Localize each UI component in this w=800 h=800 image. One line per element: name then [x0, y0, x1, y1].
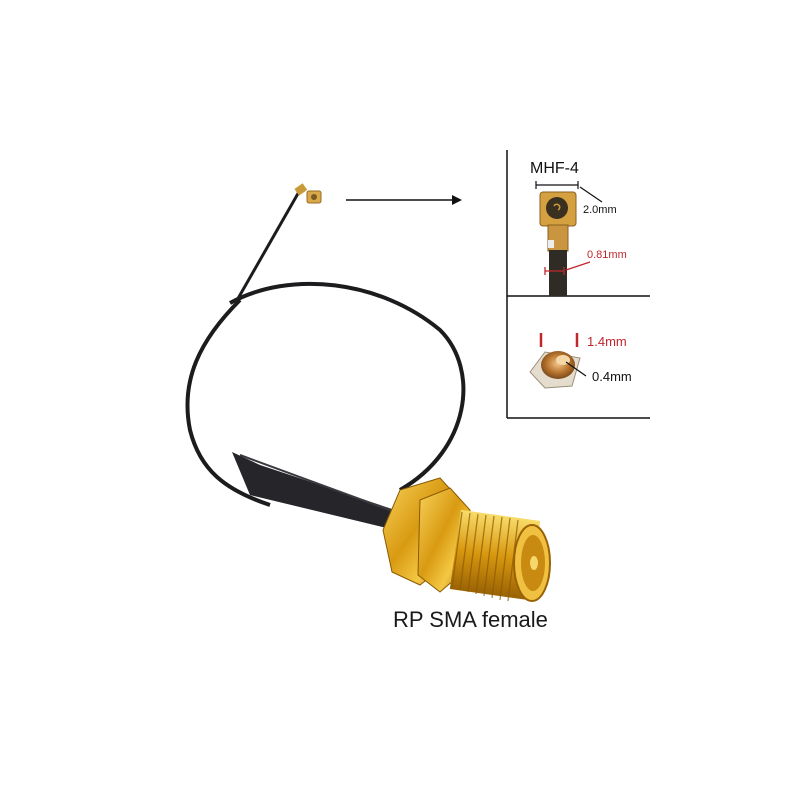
cable-diameter-dimension: 0.81mm [587, 249, 627, 261]
mhf4-plug [294, 183, 322, 204]
coax-cable [185, 189, 466, 530]
inset-frame [506, 150, 650, 419]
connector-type-label: MHF-4 [530, 160, 579, 177]
product-label: RP SMA female [393, 607, 548, 632]
mhf4-closeup [535, 181, 603, 296]
receptacle-width-dimension: 1.4mm [587, 334, 627, 349]
rp-sma-connector [382, 477, 551, 602]
pin-diameter-dimension: 0.4mm [592, 369, 632, 384]
pointer-arrow [346, 195, 462, 205]
receptacle-closeup [529, 333, 587, 389]
connector-width-dimension: 2.0mm [583, 204, 617, 216]
